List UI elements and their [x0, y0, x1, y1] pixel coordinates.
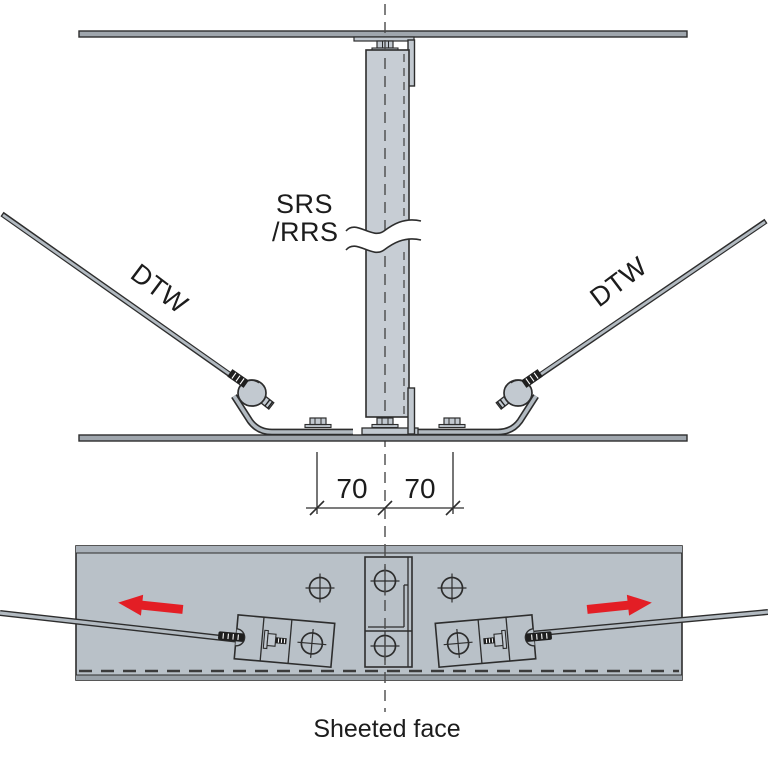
- dim-tick-right: [445, 500, 461, 516]
- screw-crosshair-left: [305, 573, 335, 603]
- dtw-wire-right: [522, 218, 768, 389]
- strap-bolt-left: [304, 417, 332, 429]
- direction-arrow-right: [586, 594, 652, 616]
- plan-connector-right: [434, 614, 552, 669]
- wire-threaded-end-left: [227, 369, 249, 388]
- arrow-left-icon: [118, 594, 184, 616]
- sheeted-face-label: Sheeted face: [313, 715, 460, 743]
- screw-crosshair-right: [437, 573, 467, 603]
- center-bracket: [364, 556, 413, 668]
- cleat-bolt-center: [371, 417, 399, 429]
- bottom-track: [78, 434, 688, 442]
- strut-label-line2: /RRS: [272, 217, 339, 247]
- wire-threaded-end-plan-right: [525, 631, 552, 642]
- plan-wire-right: [529, 609, 768, 637]
- wire-threaded-end-plan-left: [218, 631, 245, 642]
- dim-tick-center: [377, 500, 393, 516]
- plan-view: [0, 545, 768, 712]
- anchor-strap-left: [231, 394, 353, 436]
- dim-tick-left: [309, 500, 325, 516]
- screw-crosshair-plate-left: [297, 628, 327, 658]
- panel-top-edge: [76, 546, 682, 553]
- gripple-connector-right: [495, 369, 543, 410]
- soffit-track: [78, 30, 688, 38]
- direction-arrow-left: [118, 594, 184, 616]
- panel-bottom-edge: [76, 675, 682, 680]
- plan-wire-left: [0, 610, 241, 643]
- plan-connector-left: [218, 614, 336, 669]
- dtw-wire-left: [0, 211, 248, 389]
- arrow-right-icon: [586, 594, 652, 616]
- anchor-strap-right: [417, 394, 539, 436]
- grub-screw-right: [483, 629, 508, 650]
- strut-break-symbol: [345, 219, 422, 253]
- dim-label-right: 70: [404, 473, 435, 504]
- wire-threaded-end-right: [521, 369, 543, 388]
- dimension-annotation: 70 70: [306, 452, 464, 516]
- strap-bolt-right: [438, 417, 466, 429]
- gripple-connector-left: [227, 369, 275, 410]
- elevation-view: [0, 4, 768, 545]
- bottom-angle-cleat: [361, 387, 419, 436]
- dim-label-left: 70: [336, 473, 367, 504]
- grub-screw-left: [262, 629, 287, 650]
- screw-crosshair-plate-right: [443, 628, 473, 658]
- strut-label-line1: SRS: [276, 189, 333, 219]
